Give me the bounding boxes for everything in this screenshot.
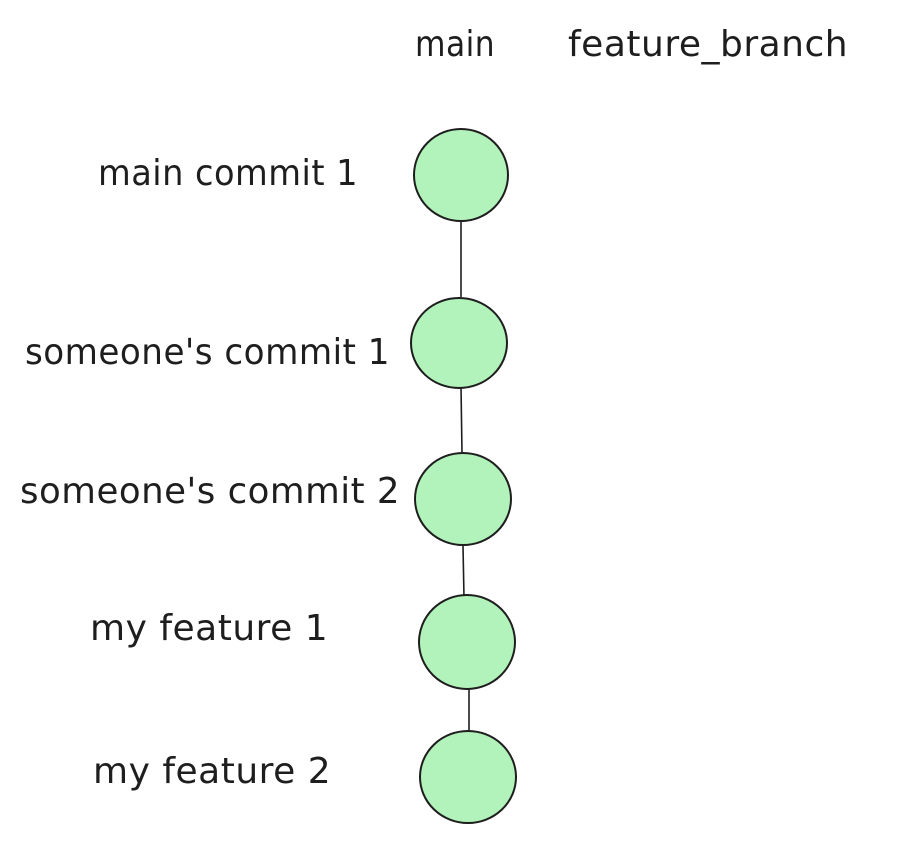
commit-edges — [460, 220, 470, 733]
branch-header-main: main — [415, 24, 495, 65]
commit-labels: main commit 1 someone's commit 1 someone… — [20, 153, 400, 792]
commit-node-someones-commit-2 — [414, 452, 512, 546]
branch-headers: main feature_branch — [415, 24, 848, 65]
edge-someones-commit-1-to-someones-commit-2 — [460, 385, 463, 454]
commit-nodes — [410, 128, 517, 824]
branch-header-feature-branch: feature_branch — [568, 24, 848, 65]
commit-label-my-feature-1: my feature 1 — [90, 608, 328, 649]
commit-node-main-commit-1 — [413, 128, 509, 222]
commit-label-my-feature-2: my feature 2 — [93, 751, 331, 792]
commit-label-someones-commit-1: someone's commit 1 — [25, 332, 390, 373]
edge-someones-commit-2-to-my-feature-1 — [462, 545, 465, 599]
commit-node-my-feature-1 — [418, 594, 516, 690]
commit-node-someones-commit-1 — [410, 297, 508, 389]
commit-label-someones-commit-2: someone's commit 2 — [20, 471, 400, 512]
commit-node-my-feature-2 — [419, 730, 517, 824]
commit-label-main-commit-1: main commit 1 — [98, 153, 358, 194]
